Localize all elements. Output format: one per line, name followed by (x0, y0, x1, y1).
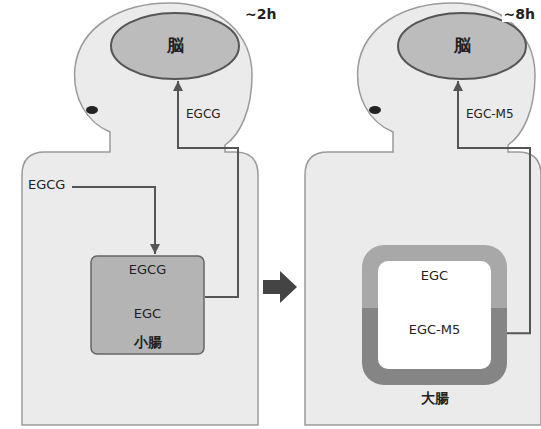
compound-name: EGC-M5 (409, 323, 461, 338)
body-silhouette (22, 3, 258, 425)
time-label: ~8h (502, 6, 537, 22)
organ-name: 小腸 (134, 334, 162, 350)
compound-node: EGCG (124, 261, 172, 280)
time-label: ~2h (243, 6, 278, 22)
compound-name: EGCG (129, 263, 166, 278)
eye (86, 106, 98, 114)
edge-label: EGCG (184, 108, 223, 122)
body-silhouette (305, 3, 541, 425)
brain-shape: 脳 (110, 12, 240, 80)
compound-name: EGC (421, 269, 448, 284)
large-intestine-ring-outline (362, 245, 507, 385)
compound-node: EGC (129, 305, 167, 324)
organ-name: 脳 (167, 36, 184, 56)
intake-label: EGCG (26, 178, 67, 193)
brain-shape: 脳 (397, 12, 527, 80)
time-arrow (263, 271, 297, 303)
eye (369, 106, 381, 114)
organ-name: 大腸 (421, 390, 449, 406)
compound-name: EGC (134, 307, 161, 322)
organ-name: 脳 (454, 36, 471, 56)
large-intestine-ring: EGCEGC-M5大腸 (362, 245, 507, 385)
edge-label: EGC-M5 (464, 108, 516, 122)
compound-node: EGC-M5 (404, 321, 466, 340)
small-intestine-box: EGCG EGC 小腸 (90, 255, 205, 355)
compound-node: EGC (416, 267, 454, 286)
intake-arrow (72, 187, 155, 254)
